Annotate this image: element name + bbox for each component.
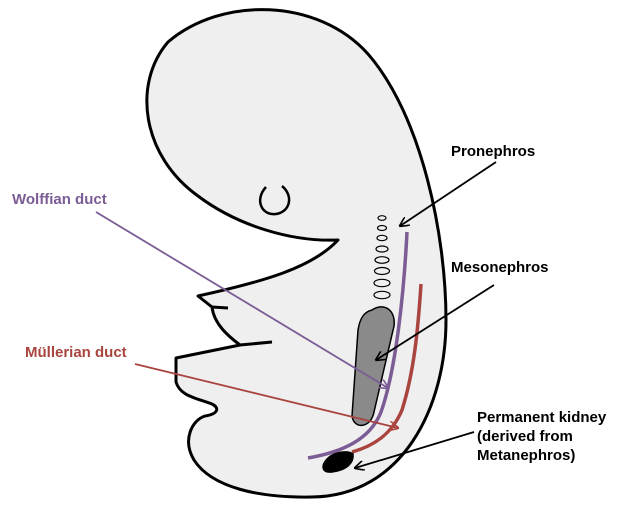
pronephros-label: Pronephros <box>451 142 535 161</box>
permanent-kidney-label: Permanent kidney (derived from Metanephr… <box>477 408 606 465</box>
limb-edge <box>212 307 228 308</box>
mesonephros-label: Mesonephros <box>451 258 549 277</box>
embryo-body <box>147 10 446 497</box>
wolffian-duct-label: Wolffian duct <box>12 190 107 209</box>
mullerian-duct-label: Müllerian duct <box>25 343 127 362</box>
